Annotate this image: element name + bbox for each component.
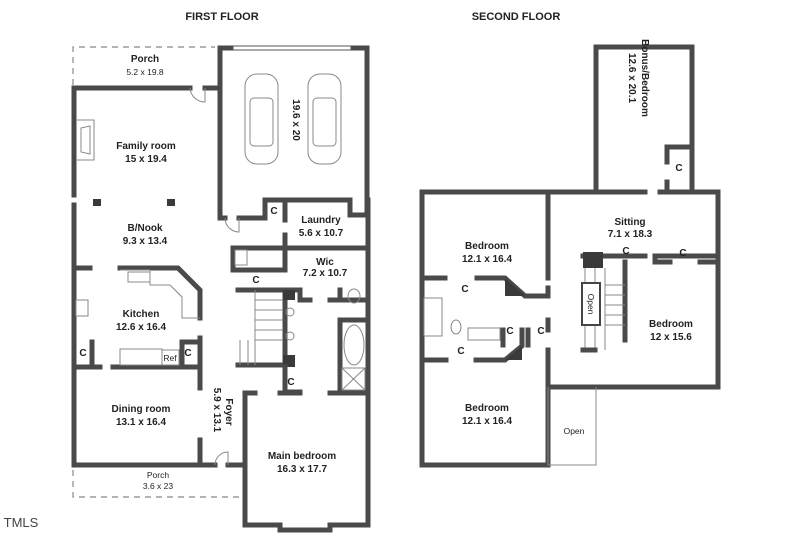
laundry-name: Laundry (301, 215, 341, 226)
closet-label: C (506, 326, 513, 337)
open-area-label: Open (564, 426, 585, 436)
wic-size: 7.2 x 10.7 (303, 268, 348, 279)
nook-name: B/Nook (128, 223, 163, 234)
bedroom-top-left-size: 12.1 x 16.4 (462, 254, 512, 265)
car-icon (244, 73, 279, 165)
closet-label: C (252, 275, 259, 286)
second-floor-title: SECOND FLOOR (472, 11, 561, 23)
sink (285, 307, 295, 317)
porch-bottom-name: Porch (147, 470, 169, 480)
door-swing (224, 217, 240, 233)
first-floor-stairs (239, 290, 283, 365)
vanity (467, 327, 501, 341)
closet-label: C (457, 346, 464, 357)
sink (127, 271, 151, 283)
sink (285, 331, 295, 341)
bathtub (423, 297, 443, 337)
porch-top-size: 5.2 x 19.8 (126, 67, 164, 77)
closet-label: C (622, 246, 629, 257)
family-room-name: Family room (116, 141, 176, 152)
foyer-name: Foyer (223, 398, 234, 425)
bedroom-top-left-name: Bedroom (465, 241, 509, 252)
foyer-size: 5.9 x 13.1 (211, 388, 222, 433)
bathtub (343, 324, 365, 366)
closet-label: C (461, 284, 468, 295)
closet-label: C (679, 248, 686, 259)
fireplace (77, 119, 95, 161)
toilet (234, 249, 248, 266)
closet-label: C (675, 163, 682, 174)
kitchen-size: 12.6 x 16.4 (116, 322, 166, 333)
stove (75, 299, 89, 317)
toilet (450, 319, 462, 335)
second-floor-outer (419, 189, 721, 468)
family-room-size: 15 x 19.4 (125, 154, 167, 165)
main-bedroom-name: Main bedroom (268, 451, 336, 462)
dining-room-name: Dining room (112, 404, 171, 415)
door-swing (214, 451, 229, 466)
island (119, 348, 163, 366)
main-outer-walls (71, 85, 246, 468)
kitchen-counter (120, 269, 200, 319)
laundry-size: 5.6 x 10.7 (299, 228, 344, 239)
first-floor-plan: Ref Porch 5.2 x 19.8 19.6 x 20 Family ro… (71, 45, 371, 533)
main-bedroom-size: 16.3 x 17.7 (277, 464, 327, 475)
bonus-walls (593, 44, 695, 195)
door-swing (189, 87, 206, 103)
main-bedroom-walls (242, 197, 371, 533)
closet-label: C (79, 348, 86, 359)
kitchen-name: Kitchen (123, 309, 160, 320)
closet-label: C (537, 326, 544, 337)
open-stair-label: Open (586, 294, 596, 315)
second-floor-plan: Bonus/Bedroom 12.6 x 20.1 Sitting 7.1 x … (419, 39, 721, 468)
first-floor-title: FIRST FLOOR (185, 11, 258, 23)
bedroom-right-name: Bedroom (649, 319, 693, 330)
closet-label: C (287, 377, 294, 388)
porch-top-name: Porch (131, 54, 159, 65)
bonus-size: 12.6 x 20.1 (626, 53, 637, 103)
wic-name: Wic (316, 257, 334, 268)
sitting-size: 7.1 x 18.3 (608, 229, 653, 240)
garage-size: 19.6 x 20 (290, 99, 301, 141)
ref-label: Ref (163, 353, 177, 363)
car-icon (307, 73, 342, 165)
bedroom-bottom-left-name: Bedroom (465, 403, 509, 414)
bonus-name: Bonus/Bedroom (639, 39, 650, 117)
toilet (347, 288, 361, 304)
garage-door (232, 45, 352, 51)
watermark: TMLS (4, 515, 39, 530)
shower (341, 367, 366, 391)
dining-room-size: 13.1 x 16.4 (116, 417, 166, 428)
open-area-outline (547, 387, 597, 466)
bedroom-right-size: 12 x 15.6 (650, 332, 692, 343)
nook-size: 9.3 x 13.4 (123, 236, 168, 247)
sitting-name: Sitting (614, 217, 645, 228)
porch-top-outline (72, 46, 215, 85)
porch-bottom-size: 3.6 x 23 (143, 481, 174, 491)
porch-bottom-outline (72, 470, 243, 498)
bedroom-bottom-left-size: 12.1 x 16.4 (462, 416, 512, 427)
closet-label: C (270, 206, 277, 217)
closet-label: C (184, 348, 191, 359)
